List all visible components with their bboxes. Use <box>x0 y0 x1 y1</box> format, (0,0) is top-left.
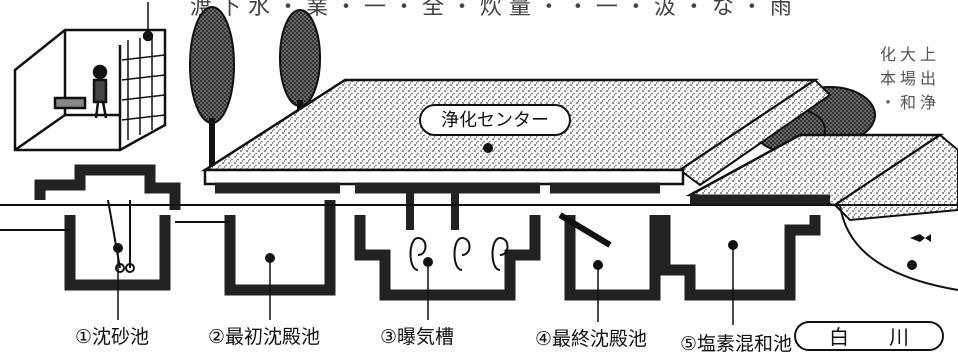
svg-text:場: 場 <box>900 69 916 88</box>
river: 白 川 <box>794 204 958 351</box>
roof-marker-dot <box>483 143 493 153</box>
step-label-final-sedimentation: ④最終沈殿池 <box>535 328 647 350</box>
svg-text:和: 和 <box>900 93 916 112</box>
top-background-text: 渡 下 水 ・ 業 ・ 一 ・ 全 ・ 炊 量 ・ ・ 一 ・ 汲 ・ な ・ … <box>190 0 792 20</box>
center-label-bubble: 浄化センター <box>419 104 571 136</box>
svg-text:・: ・ <box>880 93 896 112</box>
aeration-swirls <box>409 237 509 271</box>
right-background-text: 化大上 本場出 ・和浄 <box>880 45 936 112</box>
svg-text:上: 上 <box>920 45 936 64</box>
river-label: 白 川 <box>829 325 909 349</box>
center-label: 浄化センター <box>441 110 549 131</box>
svg-text:化: 化 <box>880 45 896 64</box>
step-label-chlorine-mixing: ⑤塩素混和池 <box>680 333 792 355</box>
svg-text:出: 出 <box>920 69 936 88</box>
step-labels: ①沈砂池 ②最初沈殿池 ③曝気槽 ④最終沈殿池 ⑤塩素混和池 <box>75 326 792 355</box>
leader-lines <box>117 245 734 325</box>
step-label-aeration-tank: ③曝気槽 <box>380 326 454 348</box>
control-building <box>13 2 167 152</box>
svg-text:浄: 浄 <box>920 93 936 112</box>
tree-left <box>189 6 235 168</box>
grit-rake <box>107 199 135 273</box>
svg-text:本: 本 <box>880 69 896 88</box>
svg-text:大: 大 <box>900 45 916 64</box>
outlet-pipe <box>558 212 612 248</box>
step-label-primary-sedimentation: ②最初沈殿池 <box>208 326 320 348</box>
river-label-box <box>794 321 944 351</box>
fish-icon <box>910 234 931 242</box>
step-label-grit-chamber: ①沈砂池 <box>75 326 149 348</box>
water-pipe <box>0 204 958 231</box>
